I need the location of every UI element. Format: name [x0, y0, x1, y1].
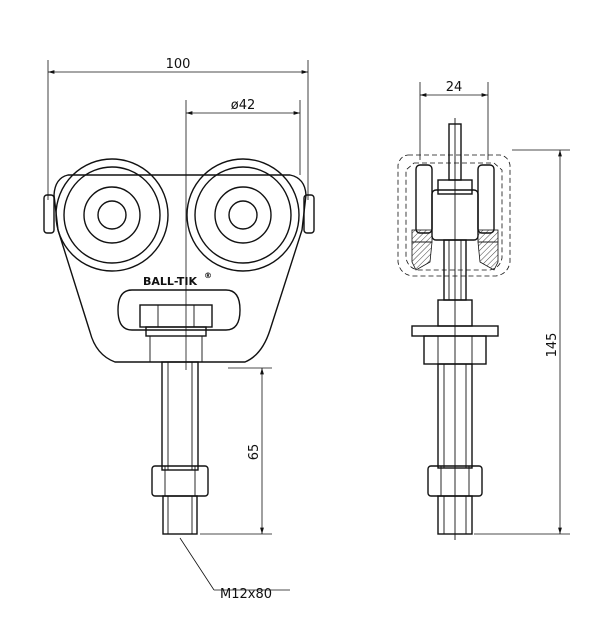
left-side-stub [43, 194, 55, 234]
bolt-shank [161, 361, 199, 471]
dimension-height-total-label: 145 [545, 333, 560, 358]
bolt-slot [117, 289, 241, 331]
right-wheel [186, 158, 300, 272]
dimension-wheel-diameter-label: ø42 [231, 98, 256, 113]
slot-nut [139, 304, 213, 328]
dimension-bolt-length: 65 [200, 367, 272, 535]
dimension-bolt-length-label: 65 [247, 444, 262, 461]
carriage-body [53, 174, 307, 363]
logo-text: BALL-TIK [143, 275, 197, 288]
right-side-stub [303, 194, 315, 234]
rail-profile-outline [397, 154, 511, 277]
bolt-spec-leader: M12x80 [179, 537, 290, 602]
logo-mark: ® [204, 271, 212, 280]
front-view: 100 ø42 BALL-TIK ® [43, 57, 315, 602]
dimension-profile-width-label: 24 [446, 80, 463, 95]
side-bolt-thread [437, 495, 473, 535]
side-bolt-shank [437, 363, 473, 469]
left-wheel-section [411, 229, 433, 243]
dimension-wheel-diameter: ø42 [185, 98, 301, 370]
dimension-width-overall: 100 [47, 57, 309, 200]
dimension-width-overall-label: 100 [166, 57, 191, 72]
right-wheel-section [477, 229, 499, 243]
side-view: 24 [397, 80, 570, 540]
bolt-spec-label: M12x80 [220, 587, 272, 602]
dimension-height-total: 145 [474, 149, 570, 535]
bolt-thread [162, 495, 198, 535]
dimension-profile-width: 24 [419, 80, 489, 160]
left-wheel [55, 158, 169, 272]
